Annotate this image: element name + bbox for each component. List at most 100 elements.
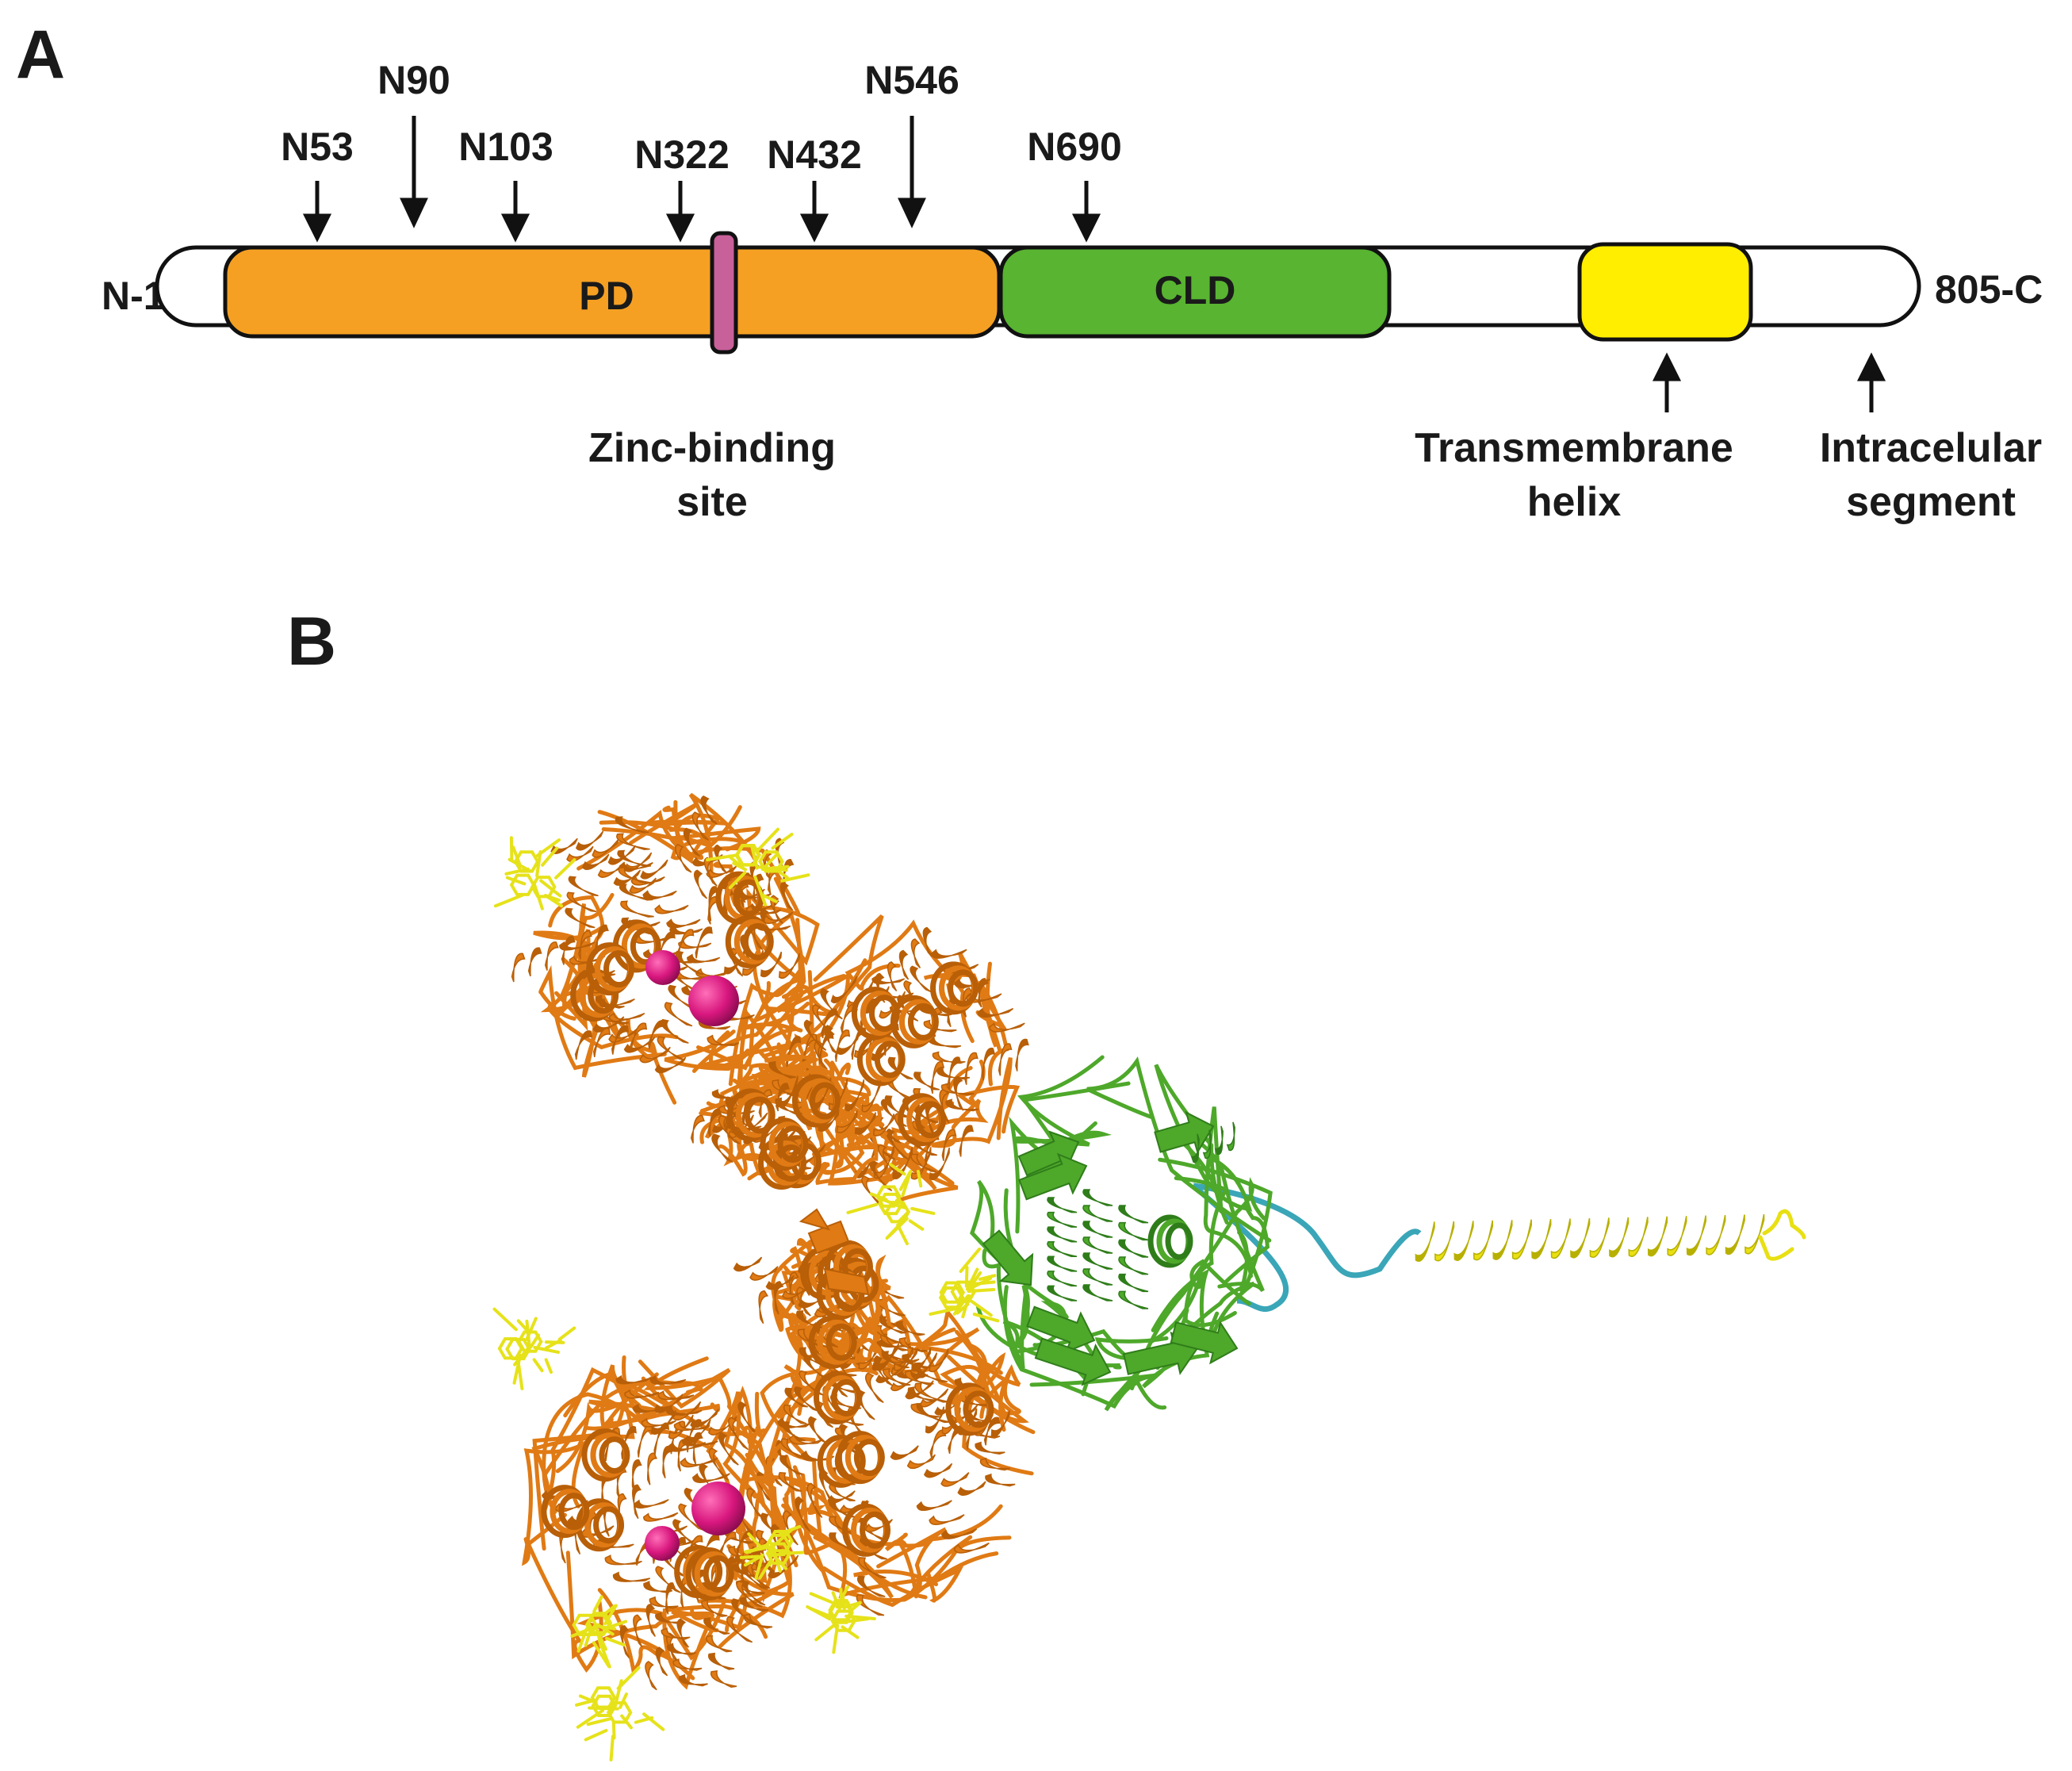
pd-lower-loop bbox=[853, 1555, 939, 1600]
cld-loop bbox=[1130, 1177, 1266, 1390]
glycan-sticks bbox=[492, 827, 1000, 1761]
cld-helix bbox=[1047, 1197, 1078, 1301]
pd-lower-helix bbox=[668, 1441, 730, 1483]
cld-domain-label: CLD bbox=[1155, 268, 1236, 312]
pd-lobe-lower bbox=[521, 1208, 1036, 1691]
pd-lower-helix-end bbox=[593, 1506, 625, 1544]
pd-upper-loop bbox=[738, 876, 806, 1025]
pd-upper-helix bbox=[675, 795, 718, 873]
pd-lower-loop bbox=[542, 1367, 663, 1514]
pd-lower-helix bbox=[649, 1374, 718, 1447]
pd-lower-loop bbox=[955, 1329, 1021, 1419]
glycan-cluster bbox=[929, 1247, 1000, 1323]
pd-lower-helix bbox=[645, 1618, 690, 1691]
pd-upper-helix bbox=[575, 830, 668, 880]
zinc-ion-upper bbox=[688, 976, 739, 1026]
arrow-n53 bbox=[302, 181, 332, 243]
site-label-n53: N53 bbox=[281, 125, 354, 169]
pd-lower-loop bbox=[768, 1437, 827, 1528]
cld-loop bbox=[1016, 1284, 1122, 1370]
pd-lobe-upper bbox=[511, 792, 1029, 1207]
pd-upper-helix bbox=[511, 924, 609, 983]
panel-a: A N-1 805-C PD CLD N53 N90 N103 N322 N43… bbox=[16, 17, 2043, 525]
pd-lower-helix-end bbox=[853, 1439, 885, 1477]
pd-upper-loop bbox=[768, 914, 884, 1056]
pd-lower-helix bbox=[699, 1401, 759, 1497]
arrow-n103 bbox=[500, 181, 530, 243]
pd-lower-helix bbox=[916, 1500, 990, 1554]
pd-lower-helix bbox=[841, 1344, 949, 1373]
pd-upper-loop bbox=[699, 1118, 748, 1177]
ic-caption-line2: segment bbox=[1846, 479, 2016, 525]
pd-upper-helix bbox=[723, 949, 801, 979]
pd-lower-helix-end bbox=[558, 1493, 590, 1531]
arrow-n90 bbox=[400, 116, 428, 228]
pd-lower-helix bbox=[619, 1603, 657, 1658]
pd-lower-loop bbox=[555, 1399, 676, 1474]
tm-tail bbox=[1758, 1235, 1794, 1261]
arrow-transmembrane bbox=[1652, 352, 1682, 412]
transmembrane-domain bbox=[1577, 242, 1753, 342]
cld-domain bbox=[998, 245, 1392, 339]
transmembrane-helix-structure bbox=[1415, 1209, 1806, 1262]
pd-lower-helix-end bbox=[963, 1390, 994, 1428]
zinc-ion-lower-small bbox=[645, 1526, 680, 1561]
pd-upper-helix-end bbox=[948, 969, 979, 1007]
zinc-ion-lower bbox=[691, 1482, 745, 1535]
glycan-cluster bbox=[493, 836, 576, 910]
pd-lower-helix bbox=[643, 1581, 708, 1687]
pd-upper-helix-end bbox=[630, 927, 661, 965]
panel-b-label: B bbox=[287, 604, 336, 680]
zinc-binding-site-marker bbox=[710, 231, 738, 355]
site-label-n90: N90 bbox=[377, 58, 450, 102]
pd-lower-helix-end bbox=[599, 1436, 630, 1474]
pd-upper-helix bbox=[930, 1038, 1029, 1094]
arrow-intracellular bbox=[1856, 352, 1886, 412]
zinc-ions bbox=[645, 950, 745, 1561]
glycan-cluster bbox=[806, 1585, 876, 1654]
pd-upper-helix bbox=[803, 988, 843, 1051]
pd-upper-helix bbox=[550, 838, 657, 894]
pd-beta-strand bbox=[823, 1267, 870, 1296]
pd-lower-loop bbox=[852, 1254, 891, 1337]
pd-upper-helix-end bbox=[603, 950, 635, 988]
pd-lower-helix-end bbox=[860, 1511, 891, 1549]
pd-lower-helix bbox=[890, 1445, 986, 1496]
pd-upper-helix-end bbox=[744, 1096, 776, 1134]
pd-beta-strand bbox=[799, 1208, 831, 1231]
pd-upper-helix-end bbox=[915, 1101, 947, 1139]
pd-upper-loop bbox=[956, 1060, 1021, 1134]
panel-a-label: A bbox=[16, 17, 65, 93]
cld-loop bbox=[1086, 1056, 1272, 1243]
pd-lower-loop bbox=[967, 1342, 1021, 1432]
site-label-n322: N322 bbox=[634, 132, 730, 177]
pd-lower-loop bbox=[816, 1338, 850, 1364]
pd-upper-loop bbox=[764, 1054, 818, 1089]
pd-lower-helix-end bbox=[703, 1555, 734, 1593]
cld-loop bbox=[1002, 1285, 1167, 1410]
pd-lower-loop bbox=[795, 1508, 1012, 1603]
cld-loop bbox=[1174, 1176, 1237, 1328]
glycan-cluster bbox=[739, 1524, 805, 1580]
pd-upper-helix-end bbox=[777, 1125, 809, 1163]
cld-helix bbox=[1190, 1121, 1235, 1163]
n-terminus-label: N-1 bbox=[101, 274, 166, 318]
pd-lower-loop bbox=[718, 1478, 795, 1649]
cld-loop bbox=[970, 1179, 1069, 1320]
pd-lower-loop bbox=[526, 1512, 603, 1673]
pd-lower-loop bbox=[819, 1338, 861, 1355]
zinc-caption-line1: Zinc-binding bbox=[588, 425, 836, 471]
cld-helix-end bbox=[1165, 1222, 1193, 1260]
pd-upper-helix bbox=[919, 1003, 979, 1112]
panel-b: B bbox=[287, 604, 1806, 1761]
arrow-n546 bbox=[898, 116, 926, 228]
tm-caption-line2: helix bbox=[1527, 479, 1622, 525]
glycan-cluster bbox=[706, 827, 810, 907]
c-terminus-label: 805-C bbox=[1935, 267, 2043, 312]
pd-upper-helix-end bbox=[907, 1002, 939, 1041]
glycan-cluster bbox=[570, 1595, 628, 1669]
arrow-n322 bbox=[665, 181, 695, 243]
cld-beta-strand bbox=[1034, 1337, 1112, 1386]
pd-upper-loop bbox=[538, 964, 667, 1071]
pd-upper-helix bbox=[574, 1020, 666, 1060]
